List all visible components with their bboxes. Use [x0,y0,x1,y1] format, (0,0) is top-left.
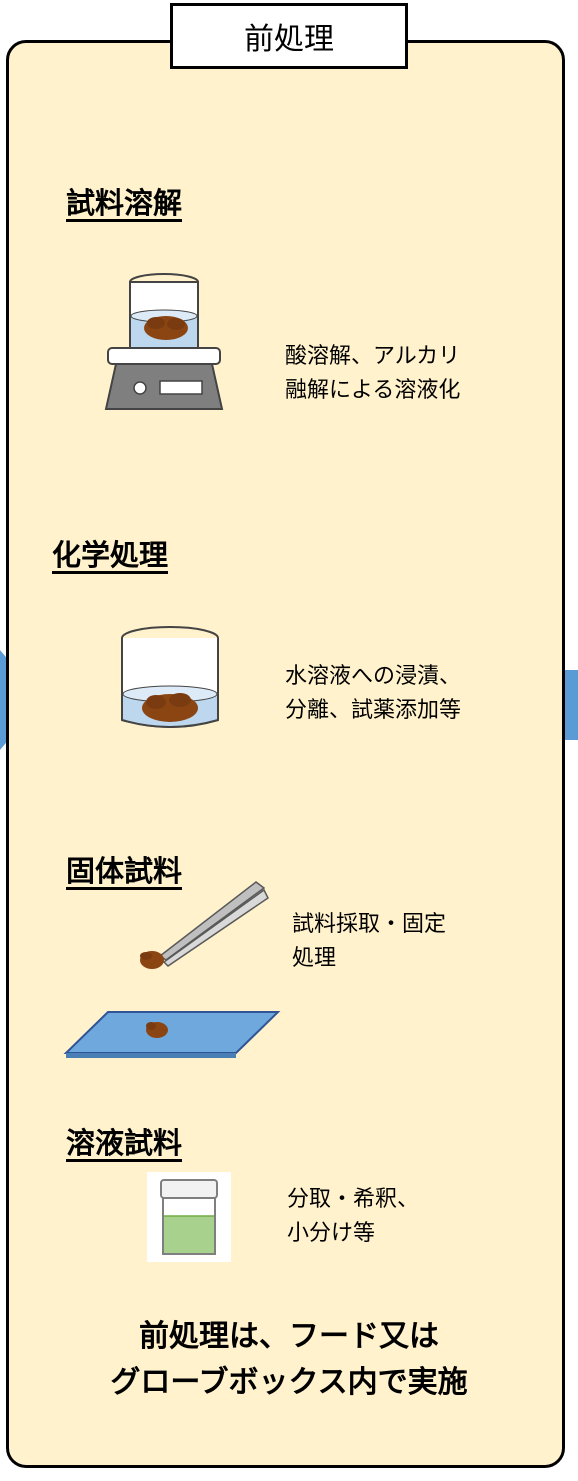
panel-title: 前処理 [170,3,408,69]
section-heading-dissolution: 試料溶解 [66,186,183,220]
desc-line: 酸溶解、アルカリ [285,344,461,369]
section-desc-solid-sample: 試料採取・固定 処理 [292,908,446,976]
footer-note: 前処理は、フード又は グローブボックス内で実施 [0,1314,578,1406]
beaker-with-sample-icon [121,626,219,728]
desc-line: 分離、試薬添加等 [285,698,462,723]
desc-line: 試料採取・固定 [292,912,447,937]
desc-line: 融解による溶液化 [285,378,461,403]
section-desc-solution-sample: 分取・希釈、 小分け等 [287,1183,419,1251]
footer-line: グローブボックス内で実施 [110,1365,468,1400]
pretreatment-panel [6,40,565,1468]
tweezers-on-plate-icon [63,881,281,1058]
section-heading-solid-sample: 固体試料 [66,854,183,888]
desc-line: 分取・希釈、 [287,1187,420,1212]
desc-line: 処理 [292,946,337,971]
section-heading-chemical: 化学処理 [52,538,169,572]
footer-line: 前処理は、フード又は [139,1319,439,1354]
beaker-on-hotplate-icon [104,273,224,410]
solution-vial-icon [147,1172,231,1262]
section-heading-solution-sample: 溶液試料 [66,1126,183,1160]
desc-line: 水溶液への浸漬、 [285,664,462,689]
section-desc-chemical: 水溶液への浸漬、 分離、試薬添加等 [285,660,461,728]
panel-title-text: 前処理 [244,22,334,57]
section-desc-dissolution: 酸溶解、アルカリ 融解による溶液化 [285,340,460,408]
desc-line: 小分け等 [287,1221,376,1246]
